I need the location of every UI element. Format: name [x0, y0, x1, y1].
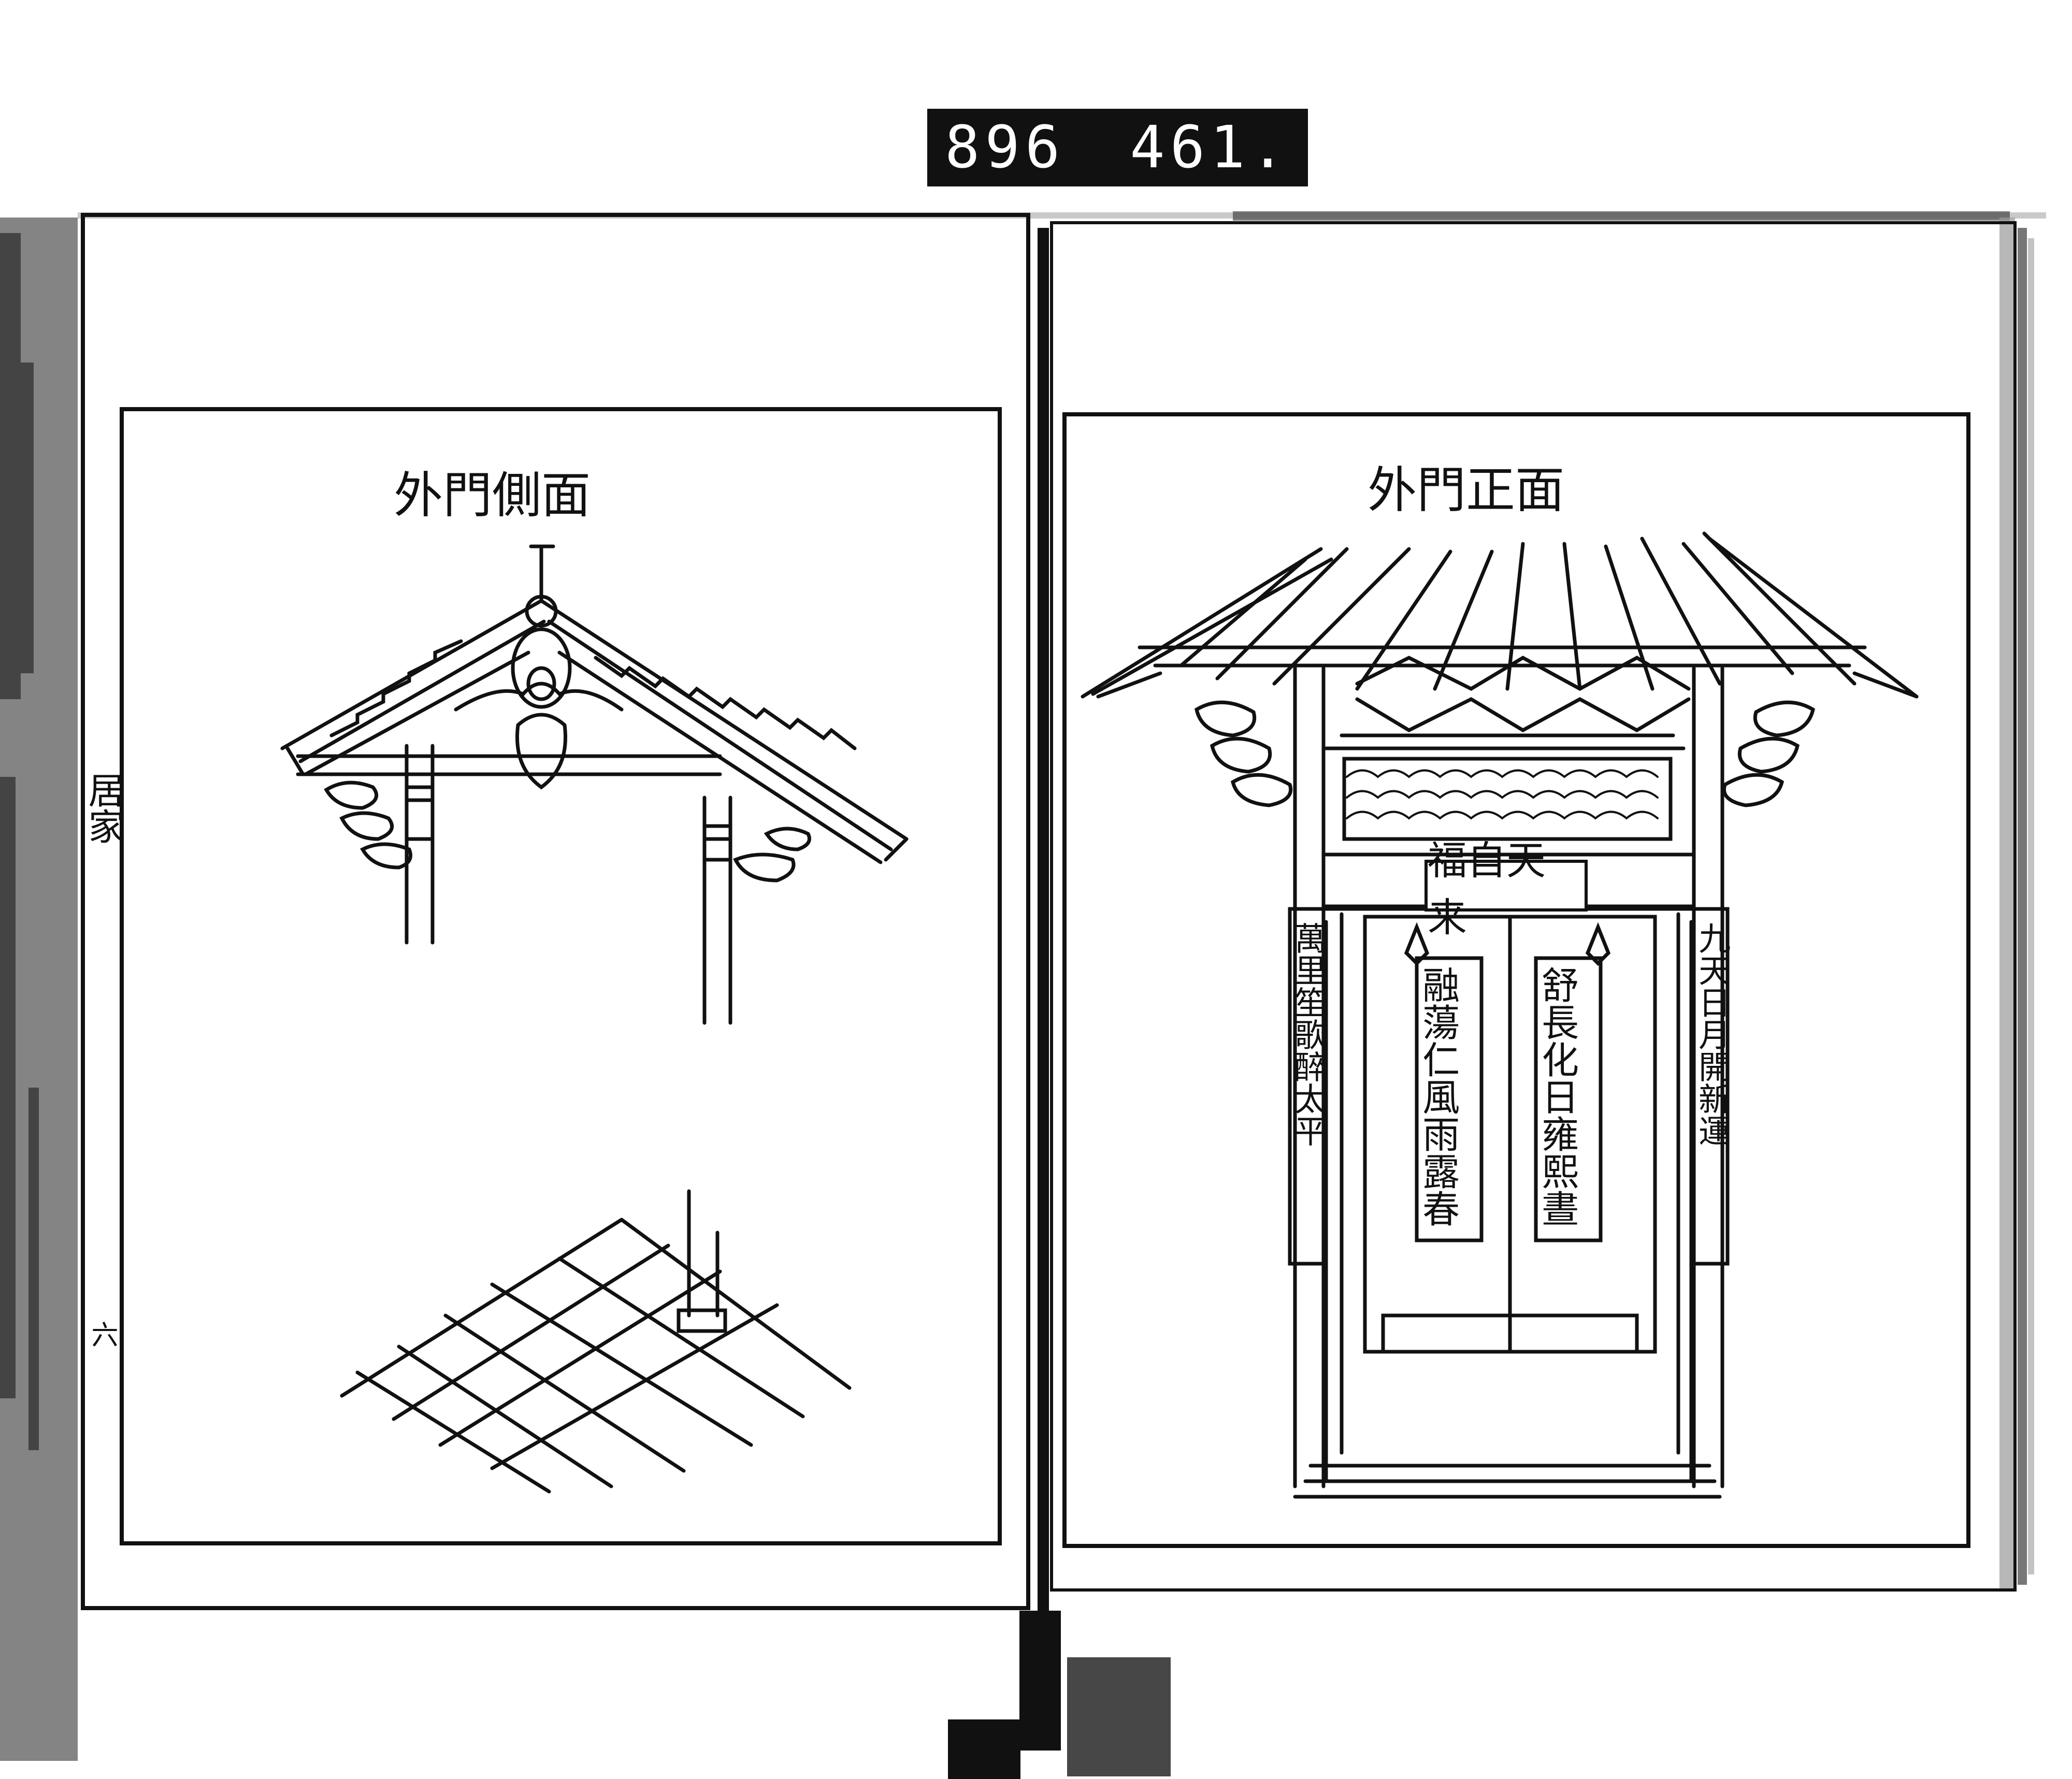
right-door-inscription: 舒長化日雍熙晝 — [1535, 966, 1579, 1227]
left-couplet: 萬里笙歌醉太平 — [1289, 922, 1327, 1147]
door-plaque: 福自天来 — [1424, 837, 1588, 941]
frame-number-left: 896 — [945, 114, 1066, 181]
left-door-inscription: 融蕩仁風雨露春 — [1416, 966, 1460, 1227]
right-couplet: 九天日月開新運 — [1693, 922, 1731, 1147]
left-margin-title: 居家 — [82, 772, 125, 844]
left-page-title: 外門側面 — [394, 467, 591, 524]
frame-number-label: 896 461. — [927, 109, 1308, 186]
left-margin-page-number: 六 — [87, 1321, 118, 1348]
frame-number-right: 461. — [1130, 114, 1290, 181]
right-page-title: 外門正面 — [1368, 462, 1565, 519]
